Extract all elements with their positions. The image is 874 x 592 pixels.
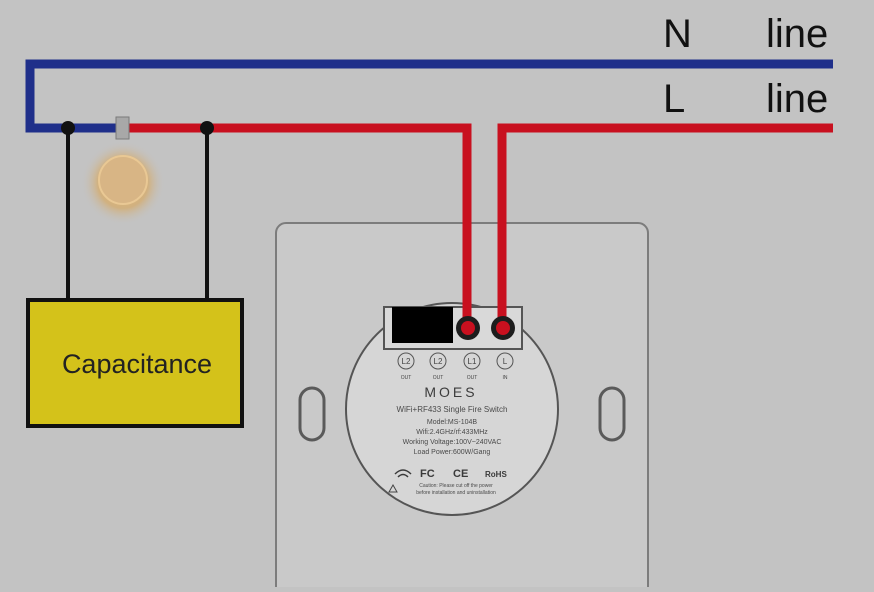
capacitance-label: Capacitance	[62, 349, 212, 379]
l-line-letter: L	[663, 77, 685, 121]
cert-marks: FC CE RoHS	[394, 468, 507, 480]
live-wire	[497, 123, 833, 330]
terminal-sub-4: IN	[503, 375, 508, 381]
switched-live-wire	[125, 123, 472, 330]
spec-line-2: Model:MS-104B	[427, 419, 478, 426]
warning-line-1: Caution: Please cut off the power	[419, 483, 493, 489]
junction-dot-left	[61, 121, 75, 135]
fcc-mark: FC	[420, 468, 435, 480]
terminal-labels: L2 L2 L1 L OUT OUT OUT IN	[397, 352, 514, 381]
terminal-label-3: L1	[468, 357, 477, 366]
warning-text: Caution: Please cut off the power before…	[388, 483, 496, 496]
redaction-block	[392, 307, 453, 343]
bulb-icon	[98, 155, 148, 205]
l-line-word: line	[766, 77, 828, 121]
spec-line-3: Wifi:2.4GHz/rf:433MHz	[416, 429, 488, 436]
rohs-mark: RoHS	[485, 470, 507, 479]
neutral-wire	[25, 59, 833, 133]
wifi-icon	[394, 469, 412, 478]
mounting-slot-left	[298, 386, 326, 442]
mounting-slot-right	[598, 386, 626, 442]
terminal-sub-3: OUT	[467, 375, 478, 381]
terminal-screw-l-inner	[496, 321, 510, 335]
terminal-label-2: L2	[434, 357, 443, 366]
terminal-sub-1: OUT	[401, 375, 412, 381]
bulb-socket	[115, 116, 130, 140]
spec-line-4: Working Voltage:100V~240VAC	[403, 439, 502, 446]
spec-line-5: Load Power:600W/Gang	[414, 449, 491, 456]
terminal-sub-2: OUT	[433, 375, 444, 381]
spec-line-1: WiFi+RF433 Single Fire Switch	[397, 405, 508, 414]
brand-logo: MOES	[424, 384, 477, 400]
ce-mark: CE	[453, 468, 468, 480]
junction-dot-right	[200, 121, 214, 135]
warning-icon	[388, 483, 398, 493]
n-line-letter: N	[663, 12, 692, 56]
switch-module-body	[345, 302, 559, 516]
terminal-screw-l1-inner	[461, 321, 475, 335]
terminal-label-4: L	[503, 357, 508, 366]
warning-line-2: before installation and uninstallation	[416, 490, 496, 496]
n-line-word: line	[766, 12, 828, 56]
capacitance-box	[26, 298, 244, 428]
spec-text: WiFi+RF433 Single Fire Switch Model:MS-1…	[397, 405, 508, 456]
terminal-label-1: L2	[402, 357, 411, 366]
